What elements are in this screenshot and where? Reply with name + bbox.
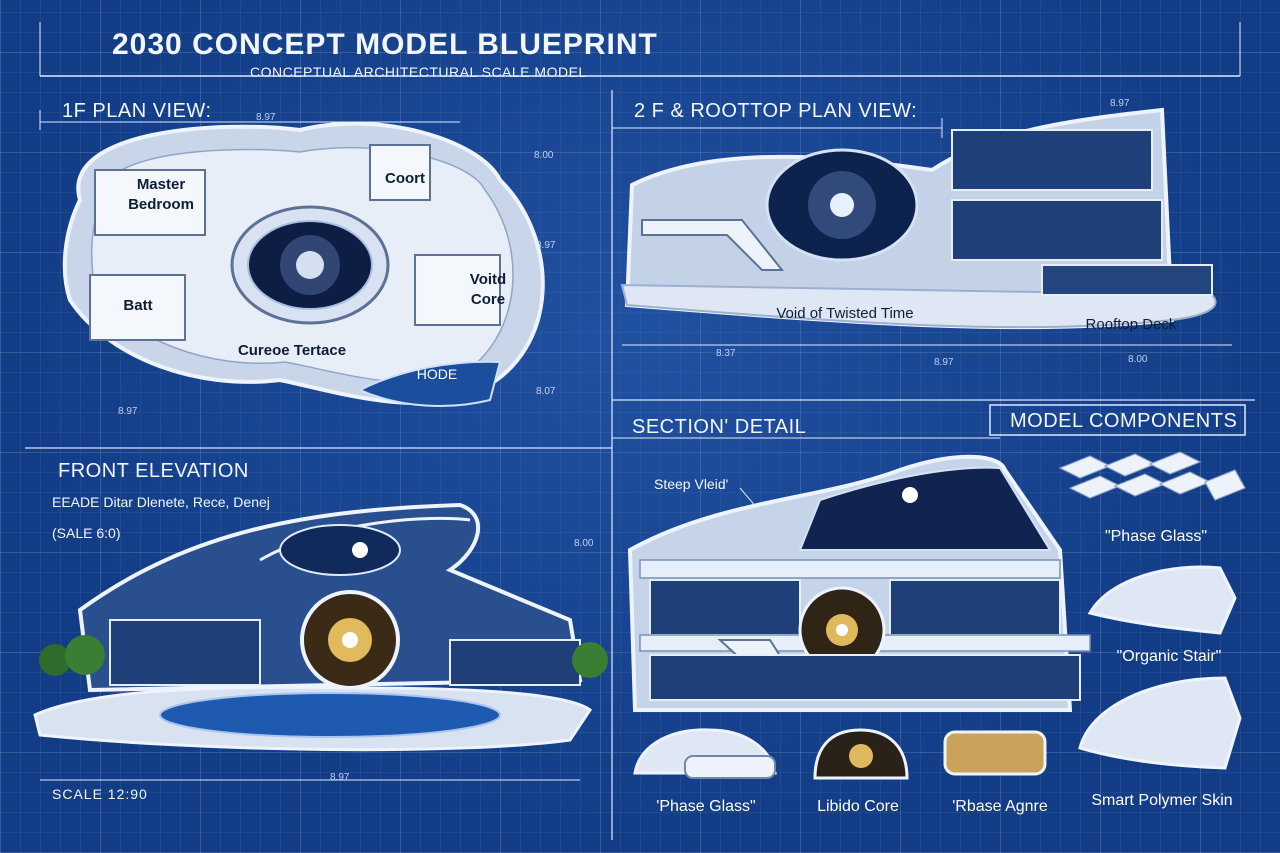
component-label: "Phase Glass" bbox=[1104, 528, 1208, 545]
section-detail-drawing bbox=[627, 454, 1091, 712]
bottom-component-label: Libido Core bbox=[817, 798, 899, 815]
court-label: Coort bbox=[385, 170, 425, 187]
plan-2f-drawing bbox=[612, 107, 1232, 346]
plan-1f-drawing bbox=[39, 110, 545, 407]
bottom-components-drawing bbox=[633, 728, 1047, 780]
front-elevation-note: EEADE Ditar Dlenete, Rece, Denej bbox=[52, 494, 270, 510]
page-title: 2030 CONCEPT MODEL BLUEPRINT bbox=[112, 28, 658, 61]
components-drawing bbox=[1058, 451, 1246, 770]
rooftop-deck-label: Rooftop Deck bbox=[1085, 316, 1177, 333]
section-callout: Steep Vleid' bbox=[654, 476, 729, 492]
bath-label: Batt bbox=[123, 297, 153, 314]
front-elevation-drawing bbox=[33, 502, 608, 781]
master-bedroom-label: Master Bedroom bbox=[128, 176, 194, 213]
plan-2f-dim: 8.97 bbox=[934, 357, 954, 368]
plan-1f-title: 1F PLAN VIEW: bbox=[62, 100, 212, 122]
bottom-component-label: 'Phase Glass" bbox=[656, 798, 756, 815]
bottom-component-label: 'Rbase Agnre bbox=[952, 798, 1048, 815]
front-elevation-scale-note: (SALE 6:0) bbox=[52, 525, 121, 541]
plan-1f-dim: 8.00 bbox=[534, 150, 554, 161]
front-elevation-dim: 8.97 bbox=[330, 772, 350, 783]
void-label: Void of Twisted Time bbox=[776, 305, 914, 322]
plan-2f-dim: 8.37 bbox=[716, 348, 736, 359]
plan-1f-dim: 8.97 bbox=[118, 406, 138, 417]
components-title: MODEL COMPONENTS bbox=[1010, 410, 1238, 432]
header-rule bbox=[39, 22, 1241, 77]
component-label: "Organic Stair" bbox=[1116, 648, 1222, 665]
void-core-label: Voitd Core bbox=[469, 271, 507, 308]
front-elevation-dim: 8.00 bbox=[574, 538, 594, 549]
plan-1f-dim: 8.97 bbox=[536, 240, 556, 251]
front-elevation-title: FRONT ELEVATION bbox=[58, 460, 249, 482]
plan-2f-dim: 8.97 bbox=[1110, 98, 1130, 109]
plan-2f-title: 2 F & ROOTTOP PLAN VIEW: bbox=[634, 100, 918, 122]
plan-2f-dim: 8.00 bbox=[1128, 354, 1148, 365]
plan-1f-dim: 8.07 bbox=[536, 386, 556, 397]
section-detail-title: SECTION' DETAIL bbox=[632, 416, 807, 438]
scale-label: SCALE 12:90 bbox=[52, 786, 148, 802]
component-label: Smart Polymer Skin bbox=[1091, 792, 1233, 809]
hode-label: HODE bbox=[416, 366, 458, 382]
terrace-label: Cureoe Tertace bbox=[237, 342, 347, 359]
plan-1f-dim: 8.97 bbox=[256, 112, 276, 123]
